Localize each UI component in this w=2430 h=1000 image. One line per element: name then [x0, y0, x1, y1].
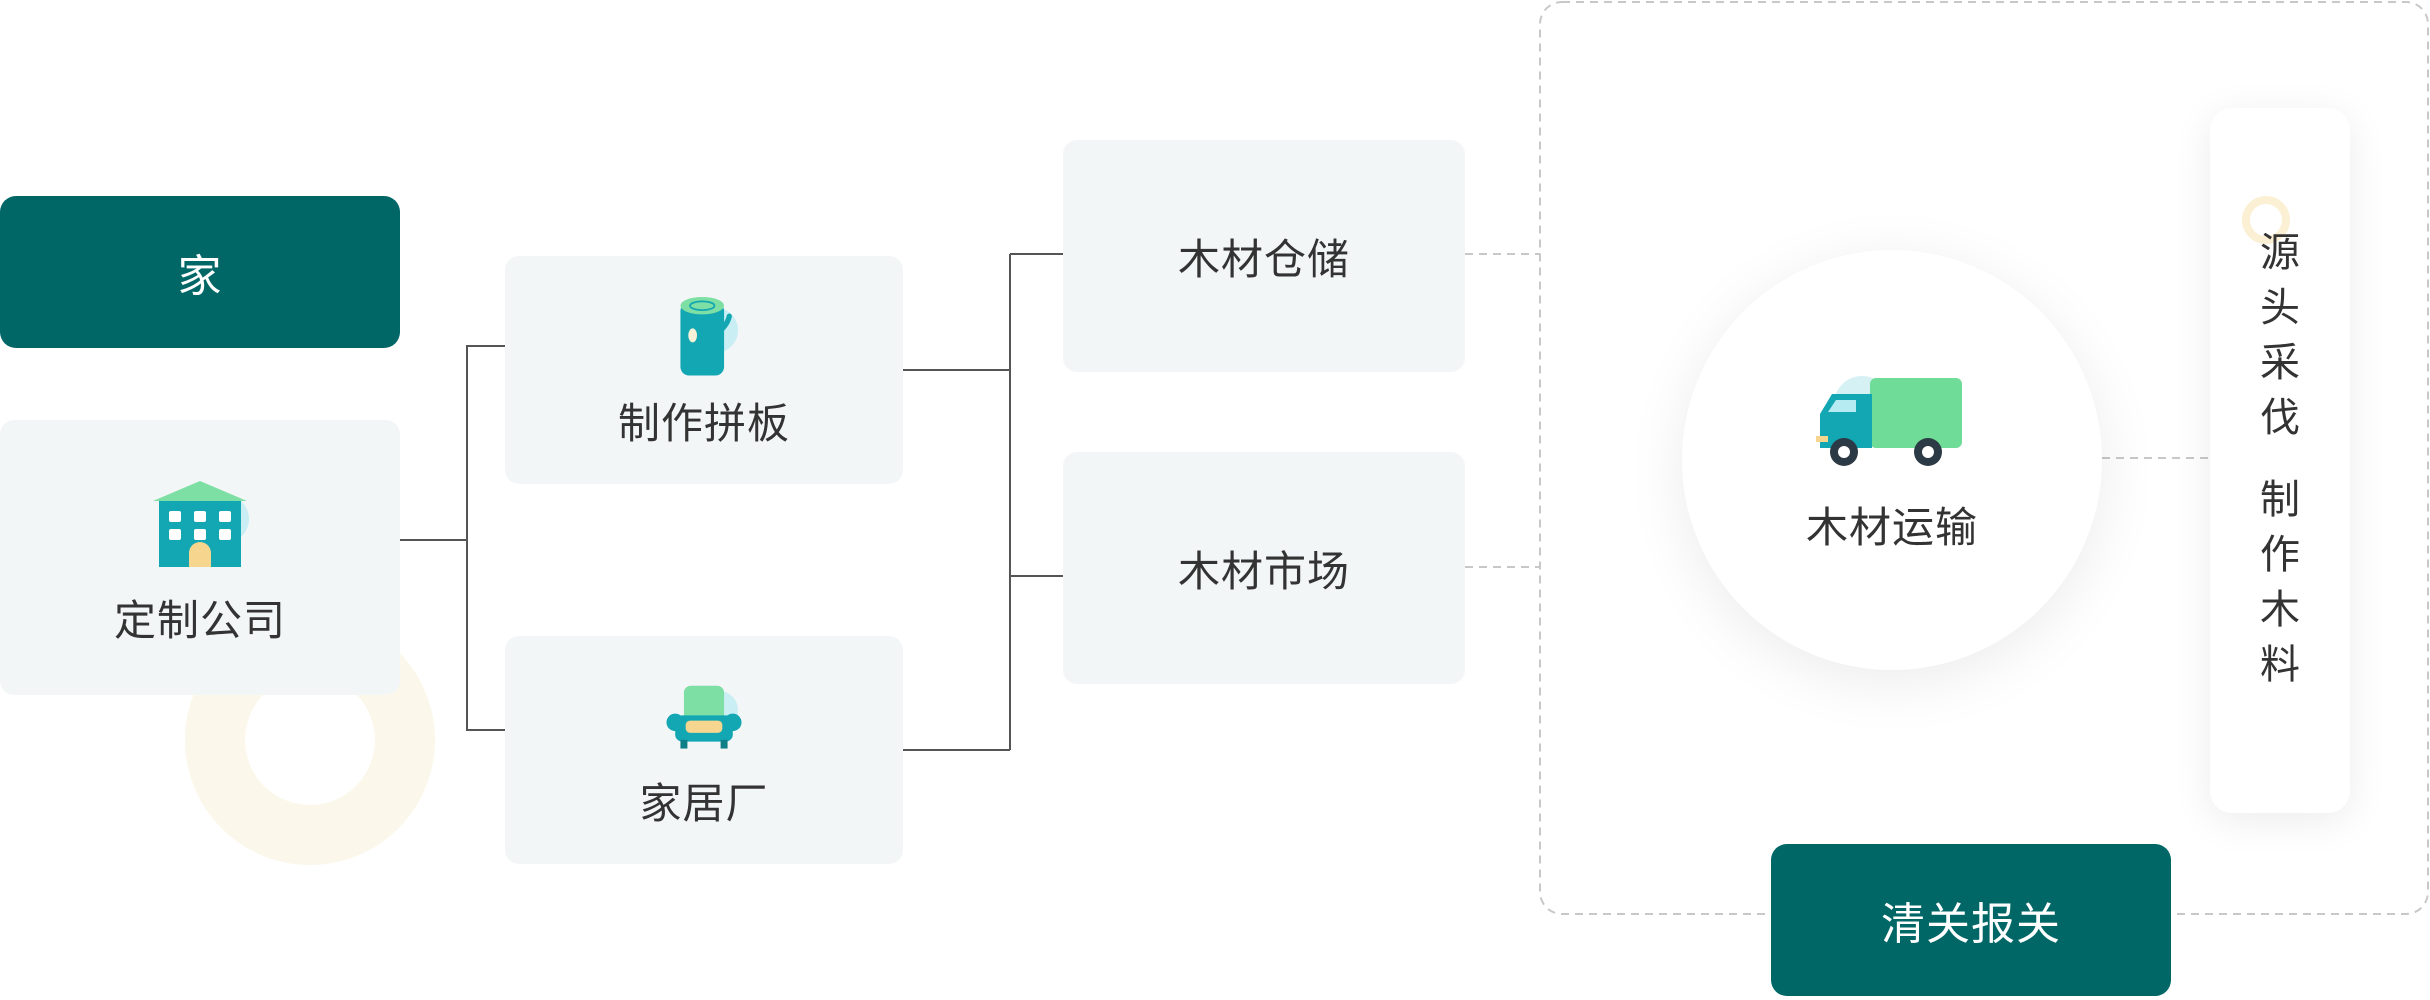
home-node: 家 [0, 196, 400, 348]
truck-icon [1816, 375, 1962, 466]
customs-clearance-node: 清关报关 [1771, 844, 2171, 996]
vertical-char: 作 [2260, 532, 2300, 578]
source-side-card: 源 头 采 伐 制 作 木 料 [2210, 108, 2350, 813]
timber-transport-label: 木材运输 [1805, 502, 1978, 552]
timber-storage-label: 木材仓储 [1177, 234, 1350, 284]
vertical-char: 采 [2260, 340, 2300, 386]
furniture-factory-node: 家居厂 [505, 636, 903, 864]
home-label: 家 [177, 251, 223, 302]
vertical-char: 制 [2260, 477, 2300, 523]
panel-making-label: 制作拼板 [617, 398, 790, 448]
custom-company-label: 定制公司 [113, 596, 286, 645]
timber-market-label: 木材市场 [1177, 546, 1350, 596]
vertical-text-group-1: 源 头 采 伐 [2210, 226, 2350, 446]
building-icon [153, 481, 249, 567]
vertical-char: 伐 [2260, 395, 2300, 441]
customs-clearance-label: 清关报关 [1881, 899, 2061, 950]
armchair-icon [666, 685, 742, 749]
timber-market-node: 木材市场 [1063, 452, 1465, 684]
furniture-factory-label: 家居厂 [639, 778, 769, 828]
vertical-char: 源 [2260, 230, 2300, 276]
timber-storage-node: 木材仓储 [1063, 140, 1465, 372]
custom-company-node: 定制公司 [0, 420, 400, 695]
vertical-char: 木 [2260, 587, 2300, 633]
decorative-ring-small [2242, 196, 2290, 244]
vertical-text-group-2: 制 作 木 料 [2210, 473, 2350, 693]
panel-making-node: 制作拼板 [505, 256, 903, 484]
vertical-char: 头 [2260, 285, 2300, 331]
timber-transport-node: 木材运输 [1682, 250, 2102, 670]
log-icon [680, 296, 739, 376]
vertical-char: 料 [2260, 642, 2300, 688]
